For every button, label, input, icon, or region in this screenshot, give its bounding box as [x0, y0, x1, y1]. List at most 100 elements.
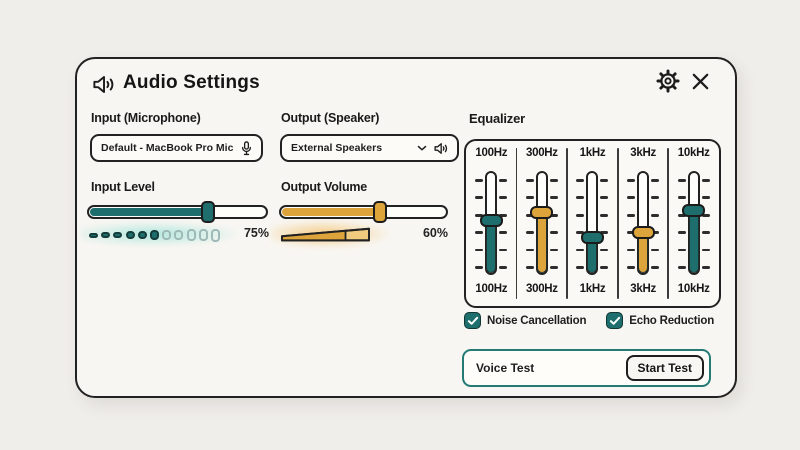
eq-band-label-bottom: 300Hz [526, 283, 558, 295]
meter-segment [174, 229, 184, 241]
page-title: Audio Settings [123, 72, 260, 93]
eq-tick [549, 213, 558, 217]
eq-tick [600, 179, 609, 182]
eq-tick [576, 179, 585, 182]
eq-tick [549, 266, 558, 269]
eq-tick [576, 266, 585, 269]
settings-button[interactable] [655, 68, 681, 94]
eq-tick [525, 248, 534, 252]
speaker-wave-icon [433, 141, 450, 156]
eq-tick [651, 266, 660, 269]
eq-slider-handle[interactable] [580, 231, 604, 245]
eq-slider-handle[interactable] [682, 204, 706, 218]
output-device-select[interactable]: External Speakers [280, 134, 459, 162]
meter-segment [137, 230, 147, 240]
eq-tick [677, 248, 686, 252]
eq-band-label-top: 1kHz [579, 147, 606, 159]
eq-tick [627, 266, 636, 269]
eq-band-label-top: 10kHz [677, 147, 710, 159]
checkmark-icon [609, 316, 620, 325]
eq-tick [549, 196, 558, 200]
eq-tick [576, 248, 585, 252]
input-level-slider[interactable] [87, 200, 268, 223]
eq-tick [627, 196, 636, 200]
close-button[interactable] [689, 70, 712, 93]
speaker-wave-icon [91, 72, 118, 102]
eq-tick [600, 213, 609, 217]
meter-segment [186, 229, 196, 241]
eq-tick [475, 231, 484, 234]
eq-tick [525, 179, 534, 182]
eq-tick [525, 196, 534, 200]
eq-tick [576, 231, 585, 234]
eq-tick [651, 196, 660, 200]
eq-band-300Hz: 300Hz 300Hz [515, 141, 568, 306]
output-volume-indicator [280, 226, 372, 244]
eq-tick [576, 196, 585, 200]
eq-tick [701, 266, 710, 269]
eq-band-label-top: 300Hz [526, 147, 558, 159]
meter-segment [210, 228, 220, 242]
eq-slider-handle[interactable] [479, 214, 503, 228]
eq-slider-fill [536, 212, 547, 273]
eq-tick [627, 179, 636, 182]
eq-tick [475, 196, 484, 200]
eq-tick [651, 231, 660, 234]
eq-tick [525, 266, 534, 269]
eq-tick [677, 231, 686, 234]
options-row: Noise Cancellation Echo Reduction [464, 312, 714, 329]
eq-tick [499, 213, 508, 217]
input-device-label: Input (Microphone) [91, 111, 201, 125]
input-device-value: Default - MacBook Pro Mic [101, 142, 234, 154]
checkbox-echo-reduction[interactable] [606, 312, 624, 329]
equalizer-label: Equalizer [469, 111, 525, 126]
eq-tick [475, 179, 484, 182]
chevron-down-icon [415, 141, 429, 155]
eq-tick [651, 179, 660, 182]
audio-settings-window: Audio Settings [75, 57, 737, 398]
input-level-label: Input Level [91, 180, 155, 194]
eq-tick [701, 179, 710, 182]
eq-tick [701, 231, 710, 234]
eq-band-label-top: 100Hz [475, 147, 508, 159]
eq-slider-handle[interactable] [631, 225, 655, 239]
option-echo-reduction[interactable]: Echo Reduction [606, 312, 714, 329]
voice-test-box: Voice Test Start Test [462, 349, 711, 387]
eq-tick [600, 248, 609, 252]
meter-segment [101, 232, 111, 238]
meter-segment [198, 228, 208, 242]
eq-band-100Hz: 100Hz 100Hz [466, 141, 517, 306]
eq-tick [475, 213, 484, 217]
start-test-button[interactable]: Start Test [625, 355, 704, 381]
eq-band-label-bottom: 100Hz [475, 283, 508, 295]
eq-tick [475, 248, 484, 252]
eq-slider-handle[interactable] [530, 206, 554, 220]
eq-tick [651, 248, 660, 252]
checkmark-icon [467, 316, 478, 325]
meter-segment [125, 231, 135, 239]
gear-icon [655, 69, 681, 97]
eq-tick [499, 248, 508, 252]
checkbox-noise-cancellation[interactable] [464, 312, 481, 329]
close-icon [689, 73, 712, 96]
meter-segment [89, 232, 98, 238]
option-noise-cancellation[interactable]: Noise Cancellation [464, 312, 586, 329]
meter-segment [113, 231, 123, 239]
output-device-label: Output (Speaker) [281, 111, 380, 125]
input-device-select[interactable]: Default - MacBook Pro Mic [90, 134, 263, 162]
output-volume-slider[interactable] [279, 200, 448, 223]
input-level-meter [89, 226, 223, 244]
eq-tick [549, 231, 558, 234]
eq-tick [651, 213, 660, 217]
eq-tick [701, 248, 710, 252]
eq-tick [499, 196, 508, 200]
option-label: Echo Reduction [629, 314, 715, 327]
output-volume-handle[interactable] [373, 200, 387, 223]
eq-tick [549, 248, 558, 252]
input-level-handle[interactable] [200, 200, 215, 223]
eq-tick [677, 179, 686, 182]
